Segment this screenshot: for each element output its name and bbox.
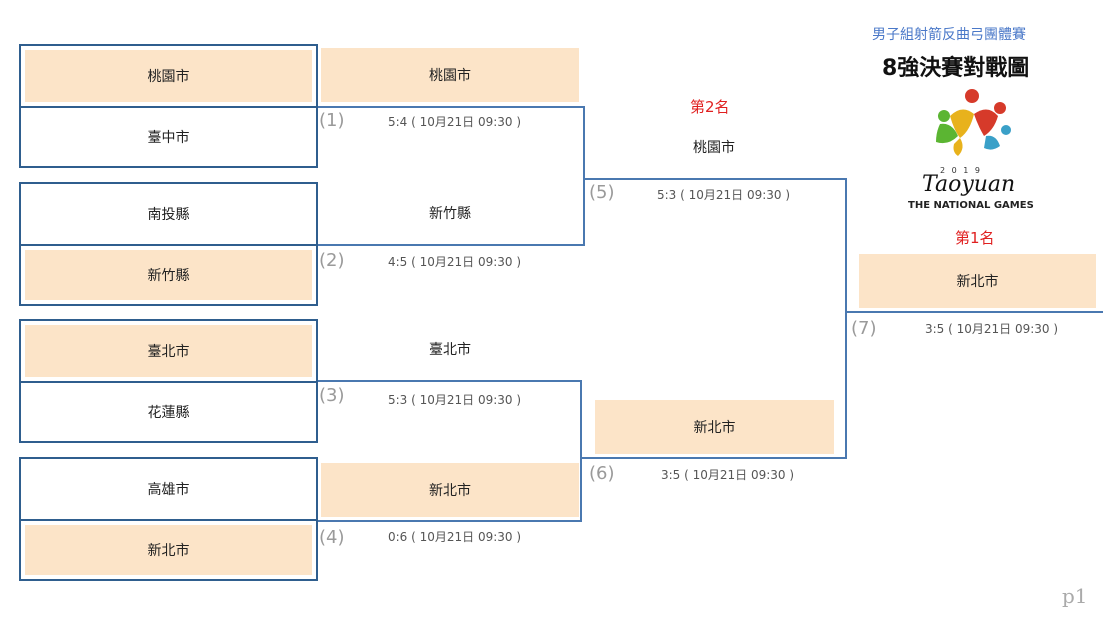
bracket-line (318, 520, 582, 522)
logo-figures-icon (936, 89, 1011, 156)
logo-tagline: THE NATIONAL GAMES (908, 200, 1034, 211)
match-number: (5) (589, 182, 615, 203)
team-name: 花蓮縣 (147, 405, 190, 421)
match-number: (6) (589, 463, 615, 484)
bracket-line (582, 457, 847, 459)
bracket-line (585, 178, 847, 180)
bracket-line (845, 178, 847, 459)
team-name: 臺北市 (25, 325, 312, 377)
bracket-line (580, 380, 582, 522)
bracket-line (847, 311, 1103, 313)
team-slot (19, 381, 318, 443)
second-place-label: 第2名 (690, 98, 730, 116)
match-score: 5:3 ( 10月21日 09:30 ) (388, 393, 522, 407)
bracket-line (318, 106, 584, 108)
logo-year: 2 0 1 9 (940, 166, 982, 175)
match-score: 5:4 ( 10月21日 09:30 ) (388, 115, 522, 129)
subtitle: 男子組射箭反曲弓團體賽 (872, 27, 1026, 43)
match-number: (3) (319, 385, 345, 406)
games-logo: 2 0 1 9 Taoyuan THE NATIONAL GAMES (900, 86, 1040, 214)
team-name: 桃園市 (25, 50, 312, 102)
winner-name: 新北市 (321, 463, 579, 517)
page-number: p1 (1062, 584, 1088, 608)
winner-name: 新北市 (595, 400, 834, 454)
match-score: 5:3 ( 10月21日 09:30 ) (657, 188, 791, 202)
page-title: 8強決賽對戰圖 (882, 56, 1030, 81)
bracket-line (318, 244, 585, 246)
team-name: 南投縣 (147, 207, 190, 223)
bracket-line (583, 106, 585, 246)
team-name: 新北市 (25, 525, 312, 575)
team-name: 高雄市 (147, 482, 190, 498)
logo-wordmark: Taoyuan (922, 172, 1016, 197)
winner-name: 桃園市 (693, 140, 735, 156)
team-name: 新竹縣 (25, 250, 312, 300)
match-score: 3:5 ( 10月21日 09:30 ) (661, 468, 795, 482)
match-number: (1) (319, 110, 345, 131)
team-slot (19, 106, 318, 168)
first-place-label: 第1名 (955, 229, 995, 247)
match-number: (2) (319, 250, 345, 271)
match-number: (4) (319, 527, 345, 548)
bracket-line (318, 380, 582, 382)
match-score: 3:5 ( 10月21日 09:30 ) (925, 322, 1059, 336)
match-number: (7) (851, 318, 877, 339)
match-score: 4:5 ( 10月21日 09:30 ) (388, 255, 522, 269)
winner-name: 臺北市 (429, 342, 471, 358)
champion-name: 新北市 (859, 254, 1096, 308)
team-name: 臺中市 (147, 130, 190, 146)
winner-name: 新竹縣 (429, 206, 471, 222)
match-score: 0:6 ( 10月21日 09:30 ) (388, 530, 522, 544)
winner-name: 桃園市 (321, 48, 579, 102)
